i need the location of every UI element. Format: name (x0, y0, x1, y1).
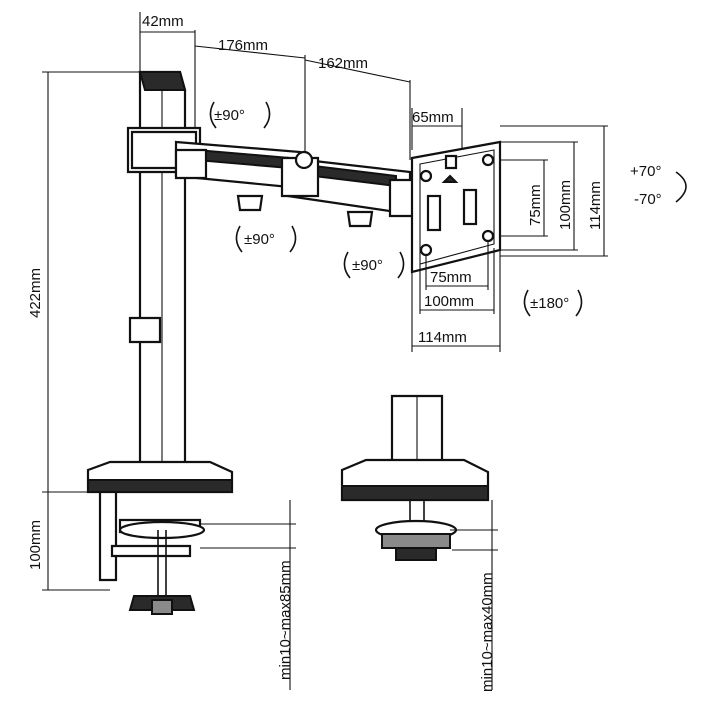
elbow-1-rotation-label: ±90° (244, 231, 275, 248)
grommet-range-dimension (450, 500, 498, 690)
top-dimension-lines (139, 12, 411, 160)
elbow-2-rotation-label: ±90° (352, 257, 383, 274)
grommet-mount (374, 500, 458, 561)
clamp-range-dimension (200, 500, 296, 690)
vesa-v-inner-label: 75mm (527, 184, 544, 226)
clamp-height-dimension (42, 492, 110, 591)
arm-first-label: 176mm (218, 37, 268, 54)
clamp-height-label: 100mm (27, 520, 44, 570)
vesa-horizontal-dimensions (411, 242, 501, 352)
grommet-base (340, 458, 490, 502)
pole (126, 70, 202, 482)
clamp-range-label: min10~max85mm (277, 560, 294, 680)
head-offset-label: 65mm (412, 109, 454, 126)
vesa-h-mid-label: 100mm (424, 293, 474, 310)
tilt-down-label: -70° (634, 191, 662, 208)
arm-joint-knobs (236, 194, 374, 228)
top-joint-rotation-label: ±90° (214, 107, 245, 124)
tilt-up-label: +70° (630, 163, 661, 180)
vesa-h-inner-label: 75mm (430, 269, 472, 286)
vesa-plate (410, 140, 502, 274)
grommet-range-label: min10~max40mm (479, 572, 496, 692)
height-dimension (42, 71, 140, 493)
vesa-v-mid-label: 100mm (557, 180, 574, 230)
head-offset-dimension (411, 108, 463, 150)
rotate-label: ±180° (530, 295, 569, 312)
height-label: 422mm (27, 268, 44, 318)
desk-clamp (98, 490, 206, 615)
pole-width-label: 42mm (142, 13, 184, 30)
vesa-h-outer-label: 114mm (418, 329, 467, 346)
vesa-vertical-dimensions (500, 125, 608, 257)
arm-second-label: 162mm (318, 55, 368, 72)
desk-base (86, 460, 234, 494)
rotation-arrows (209, 101, 687, 317)
vesa-v-outer-label: 114mm (587, 181, 604, 230)
